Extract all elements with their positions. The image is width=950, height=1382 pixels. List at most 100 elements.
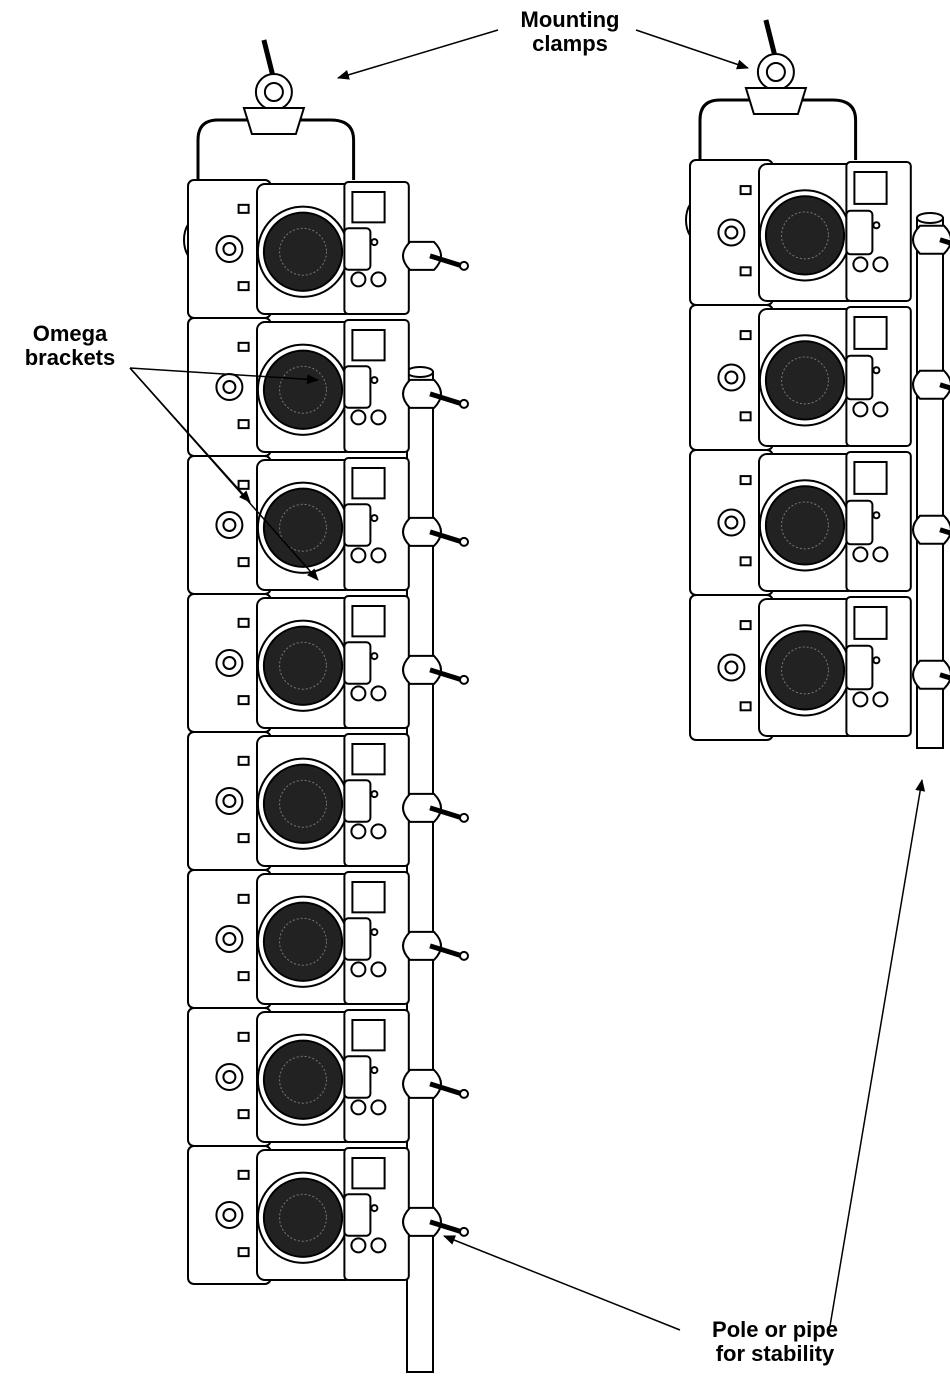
side-connector-core-icon: [724, 660, 739, 675]
clamp-body: [912, 224, 950, 255]
mounting-clamp: [744, 19, 808, 115]
pole-clamp: [402, 792, 469, 823]
side-connector-core-icon: [724, 370, 739, 385]
side-connector-core-icon: [222, 518, 237, 532]
xlr-connector-icon: [350, 685, 367, 702]
display-screen: [351, 329, 386, 362]
control-button: [872, 221, 881, 230]
omega-bracket: [343, 917, 372, 961]
clamp-body: [912, 514, 950, 545]
leader-arrow: [129, 367, 319, 385]
xlr-connector-icon: [350, 271, 367, 288]
pole-clamp: [912, 224, 950, 255]
side-latch: [237, 281, 250, 292]
side-latch: [739, 701, 752, 712]
pole-clamp: [402, 240, 469, 271]
pole-clamp: [402, 930, 469, 961]
clamp-body: [912, 659, 950, 690]
lens-led-array: [262, 1039, 344, 1120]
xlr-connector-icon: [852, 256, 869, 273]
clamp-knob: [459, 812, 469, 823]
pole-clamp: [402, 378, 469, 409]
control-button: [370, 928, 379, 937]
stability-pole: [916, 217, 944, 749]
side-latch: [237, 1109, 250, 1120]
xlr-connector-icon: [350, 409, 367, 426]
side-latch: [237, 1169, 250, 1180]
mounting-clamps-label: Mounting clamps: [520, 7, 620, 56]
control-button: [370, 790, 379, 799]
display-screen: [853, 316, 888, 350]
lens-led-ring: [279, 1055, 327, 1104]
xlr-connector-icon: [852, 401, 869, 418]
display-screen: [853, 171, 888, 205]
omega-brackets-label: Omega brackets: [24, 321, 116, 370]
clamp-knob: [459, 536, 469, 547]
omega-bracket: [343, 1055, 372, 1099]
omega-bracket: [343, 779, 372, 823]
xlr-connector-icon: [350, 1237, 367, 1254]
side-connector-core-icon: [222, 1070, 237, 1084]
xlr-connector-icon: [350, 547, 367, 564]
clamp-knob: [459, 1088, 469, 1099]
side-latch: [237, 1247, 250, 1258]
side-latch: [739, 620, 752, 631]
display-screen: [351, 605, 386, 638]
side-connector-core-icon: [222, 932, 237, 946]
xlr-connector-icon: [852, 691, 869, 708]
clamp-knob: [459, 674, 469, 685]
xlr-connector-icon: [370, 271, 387, 288]
pole-clamp: [912, 659, 950, 690]
xlr-connector-icon: [350, 823, 367, 840]
control-button: [872, 511, 881, 520]
clamp-knob: [459, 398, 469, 409]
lens-led-array: [764, 630, 846, 711]
omega-bracket: [343, 1193, 372, 1237]
clamp-knob: [459, 260, 469, 271]
display-screen: [351, 881, 386, 914]
fixture-unit: [187, 455, 410, 595]
clamp-bolt: [939, 382, 950, 391]
control-button: [872, 366, 881, 375]
xlr-connector-icon: [872, 256, 889, 273]
control-button: [370, 1066, 379, 1075]
fixture-unit: [689, 304, 912, 451]
control-button: [370, 376, 379, 385]
pole-clamp: [402, 516, 469, 547]
fixture-unit: [187, 869, 410, 1009]
control-button: [370, 514, 379, 523]
fixture-unit: [689, 594, 912, 741]
lens-led-array: [262, 211, 344, 292]
leader-arrow: [635, 29, 749, 70]
side-latch: [739, 556, 752, 567]
right-fixture-stack: [685, 19, 950, 749]
pole-clamp: [402, 1068, 469, 1099]
clamp-body: [912, 369, 950, 400]
clamp-body: [402, 792, 442, 823]
display-screen: [853, 461, 888, 495]
omega-bracket: [845, 644, 874, 691]
lens-led-array: [262, 349, 344, 430]
pole-top-cap: [406, 366, 434, 378]
fixture-unit: [187, 317, 410, 457]
control-button: [370, 1204, 379, 1213]
side-latch: [237, 341, 250, 352]
clamp-body: [402, 378, 442, 409]
side-latch: [237, 971, 250, 982]
lens-led-ring: [279, 227, 327, 276]
clamp-bolt: [429, 1081, 463, 1097]
callout-leaders: [129, 29, 926, 1331]
side-connector-core-icon: [222, 1208, 237, 1222]
xlr-connector-icon: [370, 823, 387, 840]
omega-bracket: [343, 641, 372, 685]
side-latch: [237, 203, 250, 214]
clamp-body: [402, 516, 442, 547]
fixture-unit: [187, 1145, 410, 1285]
pole-clamp: [402, 1206, 469, 1237]
lens-led-ring: [781, 211, 829, 260]
clamp-body: [402, 240, 442, 271]
xlr-connector-icon: [370, 961, 387, 978]
display-screen: [351, 467, 386, 500]
side-connector-core-icon: [222, 242, 237, 256]
side-connector-core-icon: [222, 794, 237, 808]
